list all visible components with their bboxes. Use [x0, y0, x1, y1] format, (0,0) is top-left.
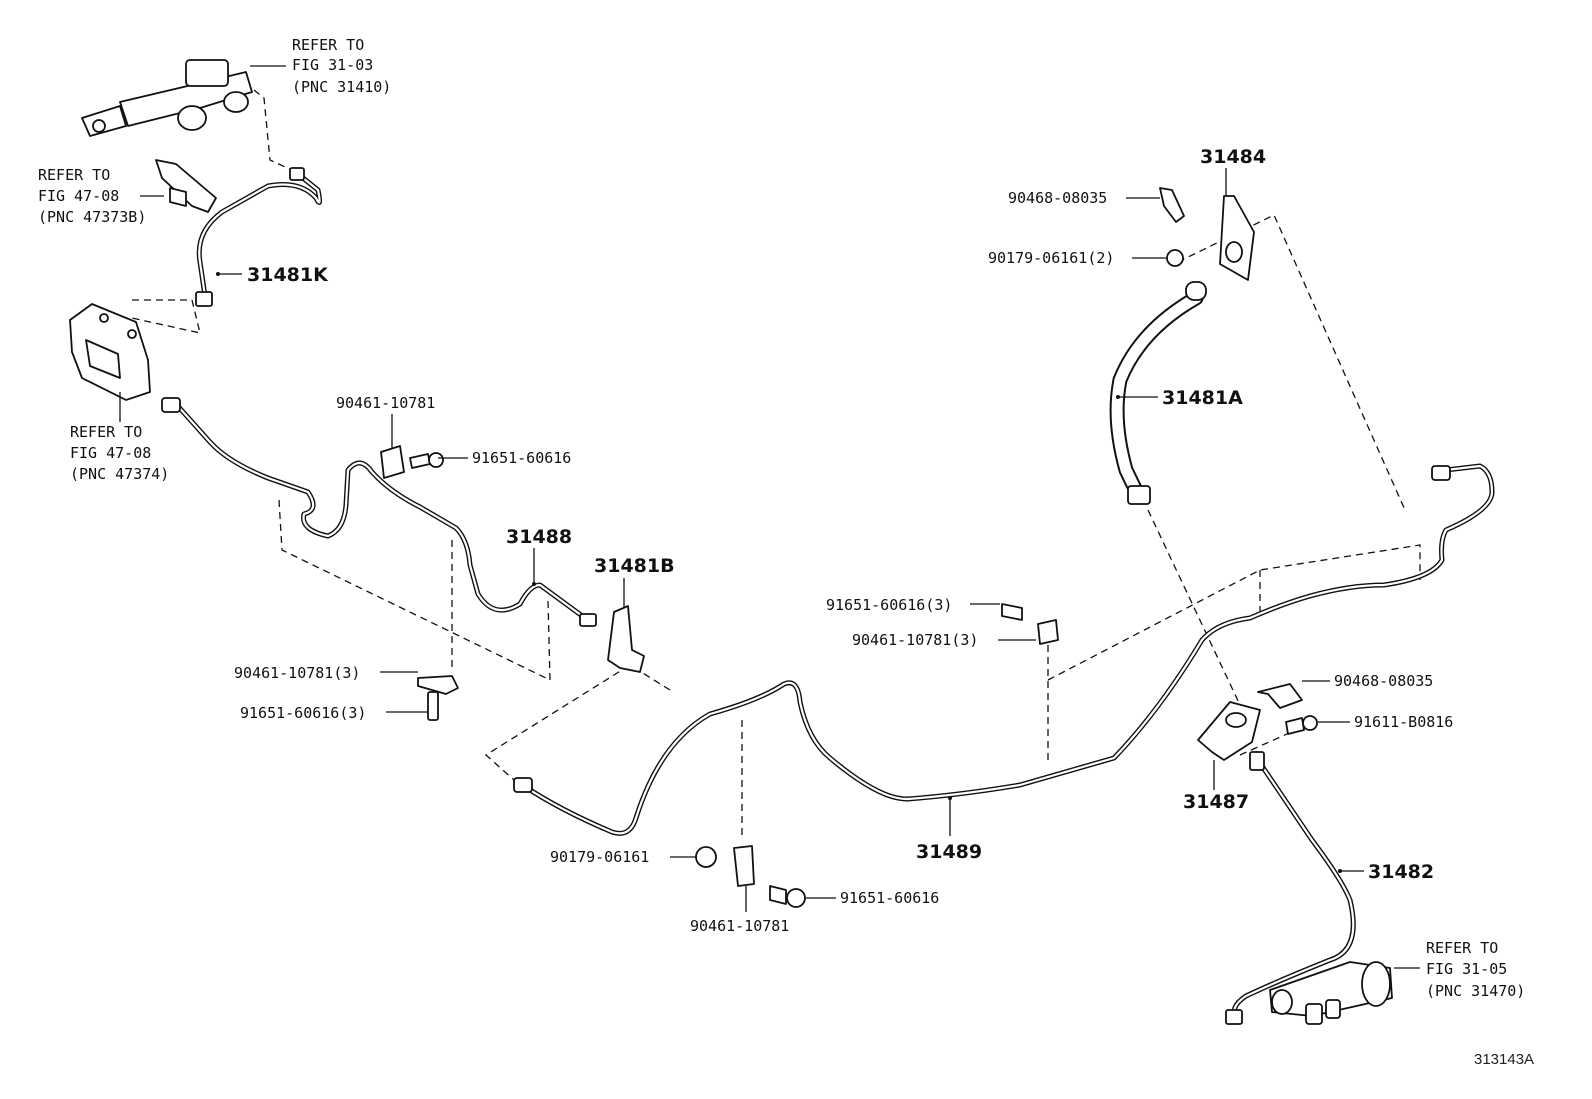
callout-91651-60616-a: 91651-60616	[472, 449, 571, 467]
callout-91651-60616-b: 91651-60616	[840, 889, 939, 907]
refer-note-line: FIG 31-05	[1426, 960, 1507, 978]
label-31487: 31487	[1183, 791, 1249, 813]
callout-90461-10781-a: 90461-10781	[336, 394, 435, 412]
label-31481b: 31481B	[594, 555, 675, 577]
callout-90468-08035-right: 90468-08035	[1334, 672, 1433, 690]
label-31481a: 31481A	[1162, 387, 1243, 409]
refer-notes: REFER TO FIG 31-03 (PNC 31410) REFER TO …	[38, 36, 1525, 1000]
part-number-labels: 31484 31481K 31481A 31488 31481B 31489 3…	[247, 146, 1434, 883]
callout-91651-60616-3-left: 91651-60616(3)	[240, 704, 366, 722]
label-31482: 31482	[1368, 861, 1434, 883]
callout-90468-08035-top: 90468-08035	[1008, 189, 1107, 207]
refer-note-line: REFER TO	[292, 36, 364, 54]
label-31489: 31489	[916, 841, 982, 863]
refer-note-fig-31-05: REFER TO FIG 31-05 (PNC 31470)	[1426, 939, 1525, 1000]
release-cylinder-shape	[1269, 961, 1393, 1025]
master-cylinder-shape	[81, 59, 253, 137]
refer-note-line: FIG 47-08	[38, 187, 119, 205]
figure-id: 313143A	[1474, 1051, 1534, 1068]
callout-90461-10781-3-mid: 90461-10781(3)	[852, 631, 978, 649]
callout-labels: 90468-08035 90179-06161(2) 90461-10781 9…	[234, 189, 1453, 935]
refer-note-fig-47-08-b: REFER TO FIG 47-08 (PNC 47373B)	[38, 166, 146, 226]
refer-note-line: (PNC 31470)	[1426, 982, 1525, 1000]
callout-90461-10781-b: 90461-10781	[690, 917, 789, 935]
clutch-tubes	[173, 171, 1495, 1021]
pedal-bracket-shape	[69, 303, 151, 401]
refer-note-line: (PNC 47373B)	[38, 208, 146, 226]
refer-note-line: REFER TO	[38, 166, 110, 184]
label-31484: 31484	[1200, 146, 1266, 168]
label-31488: 31488	[506, 526, 572, 548]
refer-note-line: (PNC 47374)	[70, 465, 169, 483]
callout-90461-10781-3-left: 90461-10781(3)	[234, 664, 360, 682]
callout-91611-b0816: 91611-B0816	[1354, 713, 1453, 731]
refer-note-line: (PNC 31410)	[292, 78, 391, 96]
refer-note-fig-31-03: REFER TO FIG 31-03 (PNC 31410)	[292, 36, 391, 96]
callout-90179-06161: 90179-06161	[550, 848, 649, 866]
refer-note-fig-47-08: REFER TO FIG 47-08 (PNC 47374)	[70, 423, 169, 483]
label-31481k: 31481K	[247, 264, 329, 286]
callout-91651-60616-3-mid: 91651-60616(3)	[826, 596, 952, 614]
refer-note-line: FIG 31-03	[292, 56, 373, 74]
refer-note-line: FIG 47-08	[70, 444, 151, 462]
assembly-dashed-lines	[131, 89, 1421, 840]
callout-90179-06161-2: 90179-06161(2)	[988, 249, 1114, 267]
refer-note-line: REFER TO	[1426, 939, 1498, 957]
refer-note-line: REFER TO	[70, 423, 142, 441]
leader-lines	[119, 65, 1420, 969]
parts	[69, 59, 1451, 1025]
bracket-47373b-shape	[155, 159, 217, 213]
